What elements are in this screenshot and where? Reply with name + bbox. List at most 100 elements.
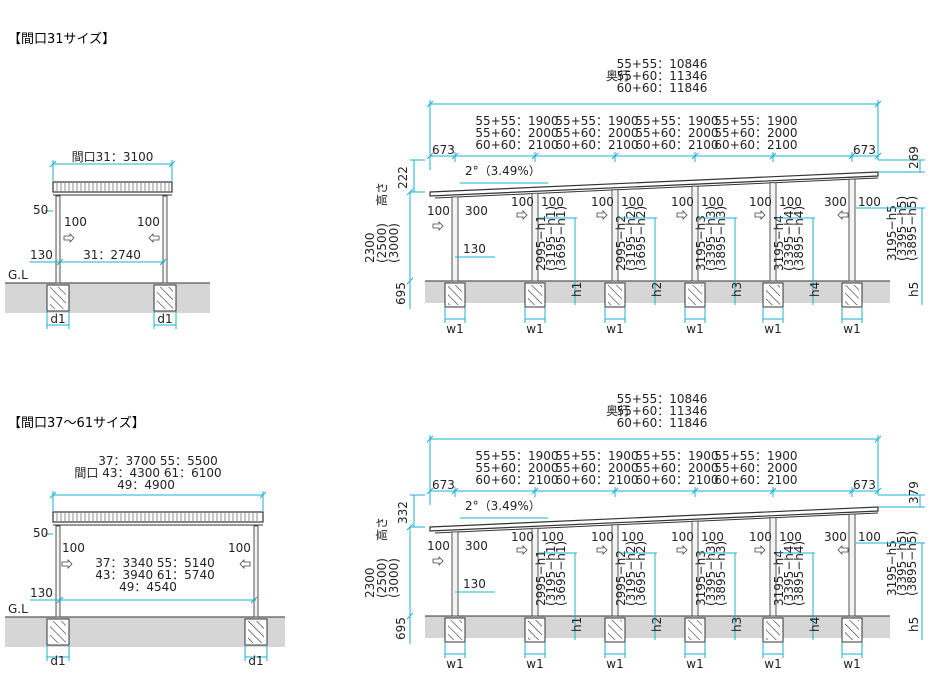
arrow-right-icon xyxy=(432,221,444,231)
dim-100-label: 100 xyxy=(749,530,772,544)
height-value: 2300 xyxy=(363,567,377,598)
foundation-hatch xyxy=(528,620,542,640)
span-value: 60+60：2100 xyxy=(475,138,558,152)
inner-width-label: 37：3340 55：5140 xyxy=(95,556,214,570)
span-value: 60+60：2100 xyxy=(714,138,797,152)
width-label: 間口31：3100 xyxy=(72,150,154,164)
span-value: 60+60：2100 xyxy=(635,138,718,152)
h-label: h3 xyxy=(730,617,744,632)
post-height-formula: 3195−h3 xyxy=(694,550,708,606)
post xyxy=(691,185,699,282)
dim-130-label: 130 xyxy=(30,586,53,600)
post-height-formula: 3195−h5 xyxy=(885,205,899,261)
post-right xyxy=(162,195,168,284)
depth-value: 55+55：10846 xyxy=(617,57,708,71)
dim-300-label: 300 xyxy=(824,195,847,209)
post-right xyxy=(253,525,259,618)
w1-label: w1 xyxy=(843,322,860,336)
dim-100-label: 100 xyxy=(749,195,772,209)
width-label: 37：3700 55：5500 xyxy=(98,454,217,468)
dim-130-label: 130 xyxy=(463,242,486,256)
dim-tick xyxy=(250,596,258,604)
ground-area xyxy=(5,283,210,313)
foundation-hatch xyxy=(528,285,542,305)
depth-value: 55+55：10846 xyxy=(617,392,708,406)
span-value: 55+55：1900 xyxy=(635,449,718,463)
depth-value: 55+60：11346 xyxy=(617,69,708,83)
w1-label: w1 xyxy=(764,657,781,671)
post-height-formula: (3395−h3) xyxy=(704,206,718,271)
depth-value: 55+60：11346 xyxy=(617,404,708,418)
foundation-depth-label: 695 xyxy=(394,617,408,640)
span-value: 55+55：1900 xyxy=(635,114,718,128)
post-height-formula: 3195−h4 xyxy=(772,550,786,606)
dim-100-label: 100 xyxy=(511,195,534,209)
arrow-left-icon xyxy=(148,233,160,243)
ground-level-label: G.L xyxy=(8,268,28,282)
span-value: 55+55：1900 xyxy=(475,449,558,463)
post xyxy=(611,189,619,282)
dim-tick xyxy=(406,188,414,196)
span-value: 55+60：2000 xyxy=(714,461,797,475)
dim-100-label: 100 xyxy=(701,530,724,544)
post-height-formula: (3195−h2) xyxy=(624,206,638,271)
dim-100-label: 100 xyxy=(621,195,644,209)
foundation-hatch xyxy=(50,621,66,643)
arrow-right-icon xyxy=(61,559,73,569)
span-value: 55+55：1900 xyxy=(555,449,638,463)
d1-label: d1 xyxy=(50,312,65,326)
arrow-right-icon xyxy=(596,545,608,555)
foundation-hatch xyxy=(845,620,859,640)
span-value: 55+60：2000 xyxy=(475,461,558,475)
dim-100-label: 100 xyxy=(591,195,614,209)
post-height-formula: (3695−h1) xyxy=(554,206,568,271)
post xyxy=(531,192,539,282)
post-height-formula: (3395−h4) xyxy=(782,206,796,271)
dim-100-label: 100 xyxy=(671,530,694,544)
height-value: (3000) xyxy=(387,223,401,263)
post xyxy=(769,517,777,617)
d1-label: d1 xyxy=(248,654,263,668)
post xyxy=(451,531,459,617)
post-height-formula: (3895−h5) xyxy=(905,531,919,596)
d1-label: d1 xyxy=(157,312,172,326)
dim-tick xyxy=(56,596,64,604)
arrow-right-icon xyxy=(516,210,528,220)
post-height-formula: (3395−h5) xyxy=(895,531,909,596)
dim-100-right-label: 100 xyxy=(228,541,251,555)
dim-tick xyxy=(159,258,167,266)
dim-100-label: 100 xyxy=(779,195,802,209)
dim-tick xyxy=(874,152,882,160)
post-height-formula: 2995−h1 xyxy=(534,550,548,606)
dim-100-label: 100 xyxy=(541,530,564,544)
post xyxy=(531,527,539,617)
w1-label: w1 xyxy=(764,322,781,336)
right-height-label: 379 xyxy=(907,481,921,504)
edge-right-label: 673 xyxy=(853,143,876,157)
span-value: 55+55：1900 xyxy=(714,114,797,128)
roof-panel xyxy=(52,181,173,193)
arrow-right-icon xyxy=(754,210,766,220)
height-value: 2300 xyxy=(363,232,377,263)
dim-300-label: 300 xyxy=(824,530,847,544)
w1-label: w1 xyxy=(526,322,543,336)
dim-tick xyxy=(426,487,434,495)
w1-label: w1 xyxy=(526,657,543,671)
post xyxy=(848,178,856,282)
w1-label: w1 xyxy=(606,657,623,671)
span-value: 55+60：2000 xyxy=(714,126,797,140)
dim-50-label: 50 xyxy=(33,203,48,217)
width-label: 間口 43：4300 61：6100 xyxy=(74,466,221,480)
post-height-formula: (3895−h3) xyxy=(714,541,728,606)
depth-value: 60+60：11846 xyxy=(617,416,708,430)
foundation-hatch xyxy=(766,285,780,305)
dim-130-label: 130 xyxy=(463,577,486,591)
span-value: 55+60：2000 xyxy=(555,126,638,140)
dim-100-label: 100 xyxy=(541,195,564,209)
span-value: 60+60：2100 xyxy=(555,138,638,152)
post xyxy=(611,524,619,617)
dim-300-label: 300 xyxy=(465,539,488,553)
h-label: h4 xyxy=(808,282,822,297)
ground-level-label: G.L xyxy=(8,602,28,616)
h-label: h1 xyxy=(570,617,584,632)
